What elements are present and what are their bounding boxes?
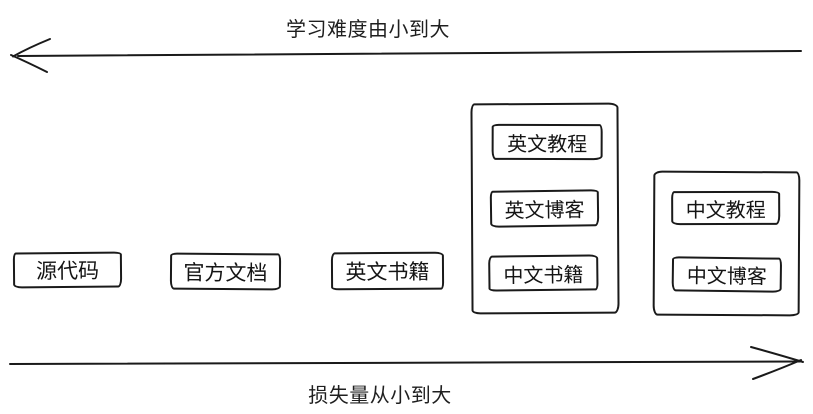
box-english-tutorials-label: 英文教程 — [507, 131, 588, 156]
loss-arrow-right-icon — [9, 346, 804, 380]
box-chinese-blogs-label: 中文博客 — [686, 263, 767, 289]
top-axis-label: 学习难度由小到大 — [286, 17, 450, 41]
bottom-axis-label: 损失量从小到大 — [308, 383, 452, 407]
box-english-tutorials: 英文教程 — [491, 123, 603, 161]
group-box-a: 英文教程 英文博客 中文书籍 — [470, 102, 620, 315]
box-chinese-tutorials: 中文教程 — [671, 190, 781, 226]
box-source-code: 源代码 — [12, 251, 123, 289]
box-chinese-tutorials-label: 中文教程 — [685, 197, 766, 222]
box-english-blogs-label: 英文博客 — [504, 197, 585, 223]
box-source-code-label: 源代码 — [35, 258, 100, 284]
box-english-books: 英文书籍 — [330, 251, 445, 291]
box-official-docs: 官方文档 — [169, 252, 282, 291]
box-english-books-label: 英文书籍 — [345, 259, 430, 285]
box-english-blogs: 英文博客 — [489, 189, 600, 228]
box-chinese-blogs: 中文博客 — [671, 256, 783, 293]
box-chinese-books: 中文书籍 — [488, 254, 599, 292]
difficulty-arrow-left-icon — [10, 38, 802, 73]
box-official-docs-label: 官方文档 — [183, 260, 268, 285]
group-box-b: 中文教程 中文博客 — [652, 170, 801, 317]
box-chinese-books-label: 中文书籍 — [503, 262, 584, 287]
